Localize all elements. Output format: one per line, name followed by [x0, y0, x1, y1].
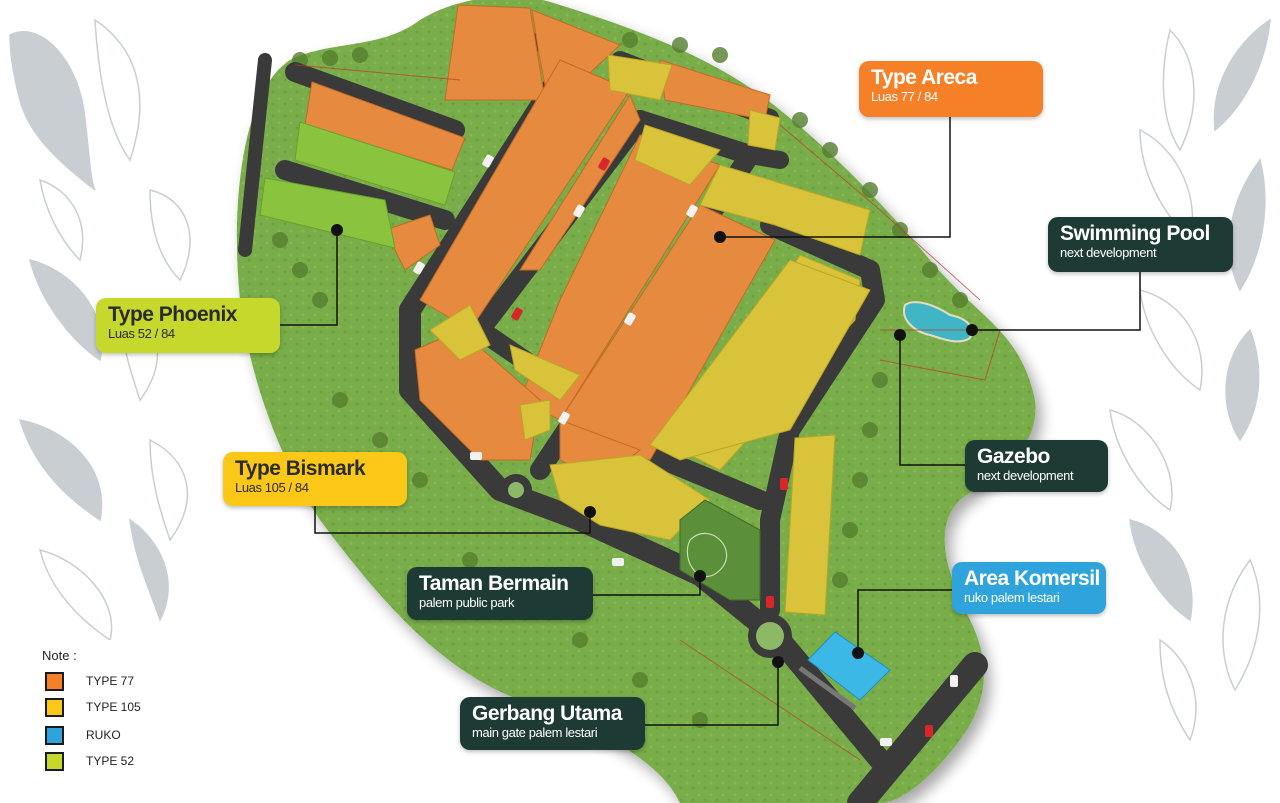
type-52-swatch — [45, 751, 64, 771]
callout-subtitle: Luas 52 / 84 — [108, 326, 175, 341]
callout-title: Type Areca — [871, 66, 977, 89]
trees — [272, 32, 968, 728]
boundary-lines — [294, 64, 1001, 761]
callout-subtitle: Luas 105 / 84 — [235, 480, 309, 495]
type-52-blocks — [259, 121, 456, 249]
type-77-blocks — [304, 4, 776, 481]
ruko-block — [807, 631, 891, 701]
callout-subtitle: ruko palem lestari — [964, 590, 1060, 605]
ruko-swatch — [45, 725, 64, 745]
callout-subtitle: next development — [1060, 245, 1157, 260]
legend-title: Note : — [42, 648, 77, 663]
type-105-swatch — [45, 697, 64, 717]
callout-title: Gazebo — [977, 445, 1050, 468]
callout-title: Area Komersil — [964, 567, 1100, 590]
callout-title: Swimming Pool — [1060, 222, 1210, 245]
callout-taman-bermain[interactable]: Taman Bermain palem public park — [407, 567, 593, 620]
type-77-swatch — [45, 671, 64, 691]
callout-gazebo[interactable]: Gazebo next development — [965, 440, 1108, 492]
callout-title: Gerbang Utama — [472, 702, 622, 725]
cars — [413, 154, 958, 746]
callout-area-komersil[interactable]: Area Komersil ruko palem lestari — [952, 562, 1106, 614]
callout-title: Type Bismark — [235, 457, 366, 480]
callout-title: Taman Bermain — [419, 572, 569, 595]
legend-label: TYPE 77 — [86, 674, 135, 688]
marker-dots — [331, 224, 978, 668]
legend-item-ruko: RUKO — [45, 724, 121, 746]
leader-lines — [280, 110, 1141, 726]
callout-subtitle: main gate palem lestari — [472, 725, 598, 740]
legend-item-type-77: TYPE 77 — [45, 670, 134, 692]
legend-item-type-105: TYPE 105 — [45, 696, 141, 718]
legend-label: TYPE 52 — [86, 754, 135, 768]
legend-label: TYPE 105 — [86, 700, 141, 714]
callout-subtitle: next development — [977, 468, 1074, 483]
legend-label: RUKO — [86, 728, 121, 742]
callout-swimming-pool[interactable]: Swimming Pool next development — [1048, 217, 1233, 272]
parking — [798, 665, 857, 711]
callout-title: Type Phoenix — [108, 303, 237, 326]
callout-subtitle: palem public park — [419, 595, 515, 610]
callout-type-phoenix[interactable]: Type Phoenix Luas 52 / 84 — [96, 298, 280, 353]
callout-type-areca[interactable]: Type Areca Luas 77 / 84 — [859, 61, 1043, 117]
callout-gerbang-utama[interactable]: Gerbang Utama main gate palem lestari — [460, 697, 645, 750]
legend-item-type-52: TYPE 52 — [45, 750, 134, 772]
decorative-leaves — [9, 18, 1271, 742]
callout-subtitle: Luas 77 / 84 — [871, 89, 938, 104]
map-legend: Note : TYPE 77 TYPE 105 RUKO TYPE 52 — [30, 640, 170, 783]
callout-type-bismark[interactable]: Type Bismark Luas 105 / 84 — [223, 452, 407, 506]
